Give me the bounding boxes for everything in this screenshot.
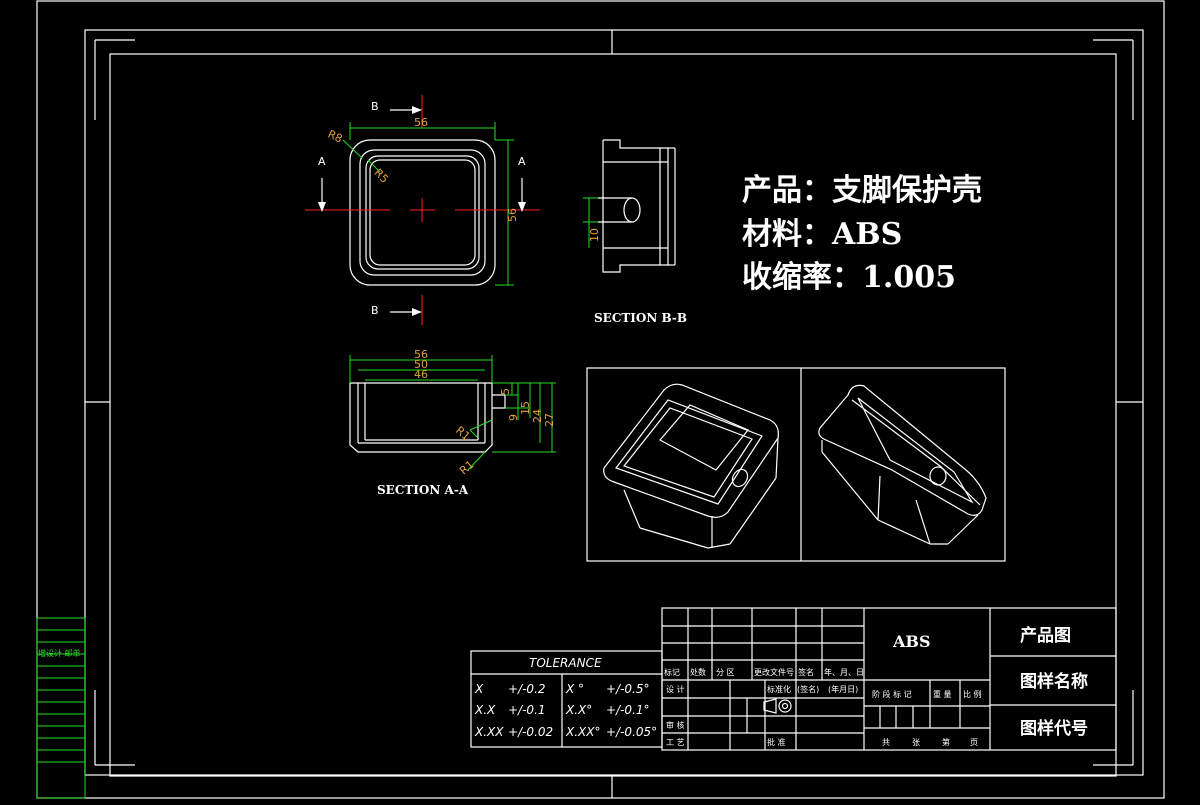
tol-r2-a: X.X xyxy=(474,703,496,717)
dim-aa-5: 5 xyxy=(499,388,512,395)
product-material: 材料：ABS xyxy=(742,217,902,252)
label-date: (年月日) xyxy=(828,684,858,694)
tol-r1-c: X ° xyxy=(565,682,584,696)
dim-hole: 10 xyxy=(588,228,601,242)
rev-header-mark: 标记 xyxy=(664,667,680,677)
section-label-b-bottom: B xyxy=(371,304,379,317)
dim-aa-r1-outer: R1 xyxy=(457,458,477,477)
label-number: 第 xyxy=(942,737,950,747)
rev-header-zone: 分 区 xyxy=(716,668,735,677)
label-stage: 阶 段 标 记 xyxy=(872,689,912,699)
dim-aa-24: 24 xyxy=(531,409,544,423)
section-aa-label: SECTION A-A xyxy=(377,483,469,497)
rev-header-count: 处数 xyxy=(690,667,706,677)
dim-aa-9: 9 xyxy=(507,414,520,421)
tol-r3-c: X.XX° xyxy=(565,725,600,739)
dim-radius-inner: R5 xyxy=(372,166,392,186)
top-view: A A B B 56 56 R8 R5 xyxy=(305,95,540,325)
title-material: ABS xyxy=(892,632,931,651)
side-strip: 增设计 邮单 xyxy=(36,617,86,799)
label-review: 审 核 xyxy=(666,720,685,730)
tol-r2-c: X.X° xyxy=(565,703,592,717)
iso-view-left xyxy=(603,383,779,549)
dim-aa-27: 27 xyxy=(543,413,556,427)
title-product-drawing: 产品图 xyxy=(1020,625,1071,646)
section-bb-view: 10 SECTION B-B xyxy=(583,139,687,325)
rev-header-sign: 签名 xyxy=(798,667,814,677)
title-block: 标记 处数 分 区 更改文件号 签名 年、月、日 设 计 标准化 (签名) (年… xyxy=(661,607,1117,751)
dim-aa-46: 46 xyxy=(414,368,428,381)
sheet-border xyxy=(36,0,1165,799)
dim-aa-56: 56 xyxy=(414,348,428,361)
tol-r1-a: X xyxy=(474,682,484,696)
tolerance-title: TOLERANCE xyxy=(529,656,602,670)
label-scale: 比 例 xyxy=(963,689,982,699)
projection-symbol-icon xyxy=(763,698,792,714)
product-info: 产品：支脚保护壳 材料：ABS 收缩率：1.005 xyxy=(742,173,982,295)
tol-r2-b: +/-0.1 xyxy=(508,703,546,717)
tol-r1-d: +/-0.5° xyxy=(606,682,650,696)
tolerance-table: TOLERANCE X +/-0.2 X ° +/-0.5° X.X +/-0.… xyxy=(470,650,663,748)
dim-top-height: 56 xyxy=(506,208,519,222)
rev-header-date: 年、月、日 xyxy=(824,667,864,677)
section-aa-view: 56 50 46 5 9 15 24 27 R1 R1 SECTION A-A xyxy=(349,348,556,497)
side-strip-label: 增设计 邮单 xyxy=(38,648,81,658)
label-weight: 重 量 xyxy=(933,689,952,699)
rev-header-file: 更改文件号 xyxy=(754,667,794,677)
dim-aa-50: 50 xyxy=(414,358,428,371)
isometric-views xyxy=(586,367,1006,562)
tol-r3-d: +/-0.05° xyxy=(606,725,657,739)
tol-r1-b: +/-0.2 xyxy=(508,682,546,696)
dim-radius-outer: R8 xyxy=(326,128,345,146)
tol-r3-a: X.XX xyxy=(474,725,504,739)
section-bb-label: SECTION B-B xyxy=(594,311,687,325)
tol-r2-d: +/-0.1° xyxy=(606,703,650,717)
section-label-b-top: B xyxy=(371,100,379,113)
tol-r3-b: +/-0.02 xyxy=(508,725,553,739)
label-sign: (签名) xyxy=(797,684,819,694)
label-standard: 标准化 xyxy=(767,684,791,694)
title-drawing-code: 图样代号 xyxy=(1020,718,1088,739)
dim-top-width: 56 xyxy=(414,116,428,129)
section-label-a-left: A xyxy=(318,155,326,168)
label-sheet: 张 xyxy=(912,738,920,747)
label-page: 页 xyxy=(970,738,978,747)
iso-view-right xyxy=(818,384,987,545)
label-total: 共 xyxy=(882,738,890,747)
product-name: 产品：支脚保护壳 xyxy=(742,173,982,208)
title-drawing-name: 图样名称 xyxy=(1020,671,1088,692)
dim-aa-15: 15 xyxy=(519,401,532,415)
section-label-a-right: A xyxy=(518,155,526,168)
label-approve: 批 准 xyxy=(767,737,786,747)
product-shrinkage: 收缩率：1.005 xyxy=(742,260,956,295)
label-process: 工 艺 xyxy=(666,738,685,747)
label-design: 设 计 xyxy=(666,684,685,694)
